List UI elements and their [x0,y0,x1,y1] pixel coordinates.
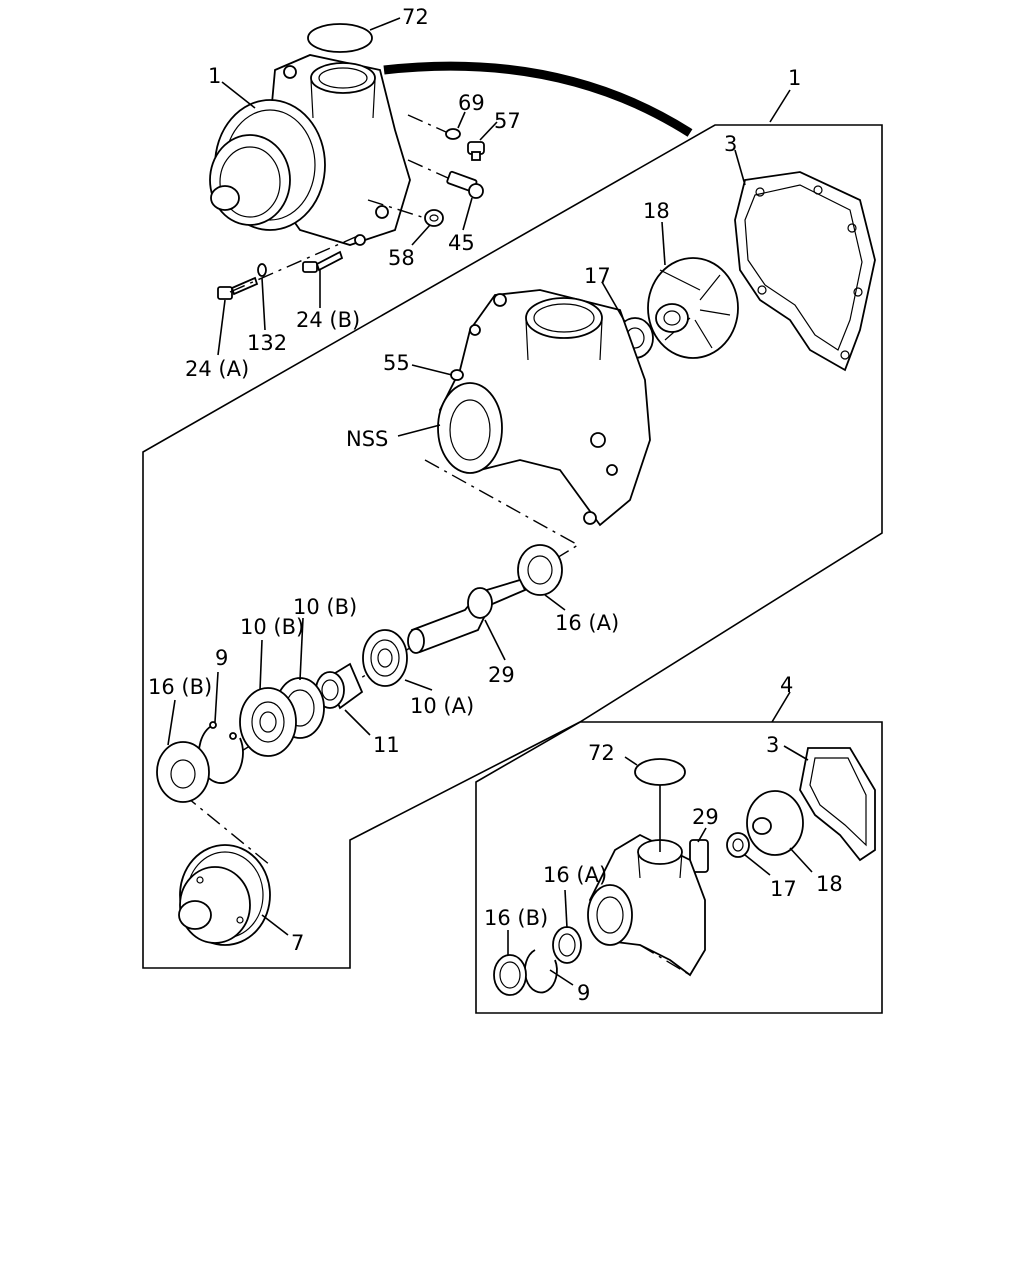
label-18-top: 18 [643,199,670,223]
label-11: 11 [373,733,400,757]
label-29-main: 29 [488,663,515,687]
inset-pump-body [587,833,706,977]
plug-57 [467,141,485,161]
washer-132 [257,263,267,277]
label-72-inset: 72 [588,741,615,765]
bolt-24b [302,250,344,273]
label-16a-inset: 16 (A) [543,863,607,887]
shaft-29 [407,578,527,654]
inset-seal-17 [726,832,750,858]
label-9-main: 9 [215,646,228,670]
inset-o-ring-72 [634,758,686,786]
bearing-10b-inner [239,687,297,757]
main-assembly-frame [142,124,883,969]
centerline-top [229,114,449,293]
label-3-top: 3 [724,132,737,156]
inset-seal-16a [552,926,582,964]
label-4: 4 [780,673,793,697]
label-10b-1: 10 (B) [293,595,357,619]
bolt-45 [446,170,484,199]
label-16a-main: 16 (A) [555,611,619,635]
bearing-10a [362,629,408,687]
snap-ring-9 [198,721,244,784]
leader-lines [167,17,813,986]
label-10b-2: 10 (B) [240,615,304,639]
o-ring-69 [445,128,461,140]
label-10a: 10 (A) [410,694,474,718]
assembled-water-pump [209,23,411,246]
label-1-right: 1 [788,66,801,90]
label-16b-main: 16 (B) [148,675,212,699]
assembly-arrow [383,61,693,137]
inset-seal-16b [493,954,527,996]
label-9-inset: 9 [577,981,590,1005]
nut-58 [424,209,444,227]
pulley-7 [178,844,271,946]
label-24b: 24 (B) [296,308,360,332]
pump-body-nss [437,289,651,527]
label-132: 132 [247,331,287,355]
impeller-18 [647,257,739,359]
label-1-left: 1 [208,64,221,88]
label-17-top: 17 [584,264,611,288]
label-nss: NSS [346,427,388,451]
inset-assembly-frame [475,721,883,1014]
seal-16b [156,741,210,803]
seal-16a [517,544,563,596]
inset-impeller-18 [746,790,804,856]
label-55: 55 [383,351,410,375]
label-18-inset: 18 [816,872,843,896]
inset-gasket-3 [799,747,876,862]
label-69: 69 [458,91,485,115]
label-16b-inset: 16 (B) [484,906,548,930]
label-58: 58 [388,246,415,270]
label-72-top: 72 [402,5,429,29]
label-29-inset: 29 [692,805,719,829]
label-57: 57 [494,109,521,133]
plug-55 [450,369,464,381]
label-3-inset: 3 [766,733,779,757]
label-24a: 24 (A) [185,357,249,381]
label-45: 45 [448,231,475,255]
part-labels: 72 1 1 69 57 45 58 3 18 17 55 NSS 24 (B)… [148,5,843,1005]
label-7: 7 [291,931,304,955]
gasket-3 [734,171,876,372]
label-17-inset: 17 [770,877,797,901]
centerline-inset [639,944,691,976]
